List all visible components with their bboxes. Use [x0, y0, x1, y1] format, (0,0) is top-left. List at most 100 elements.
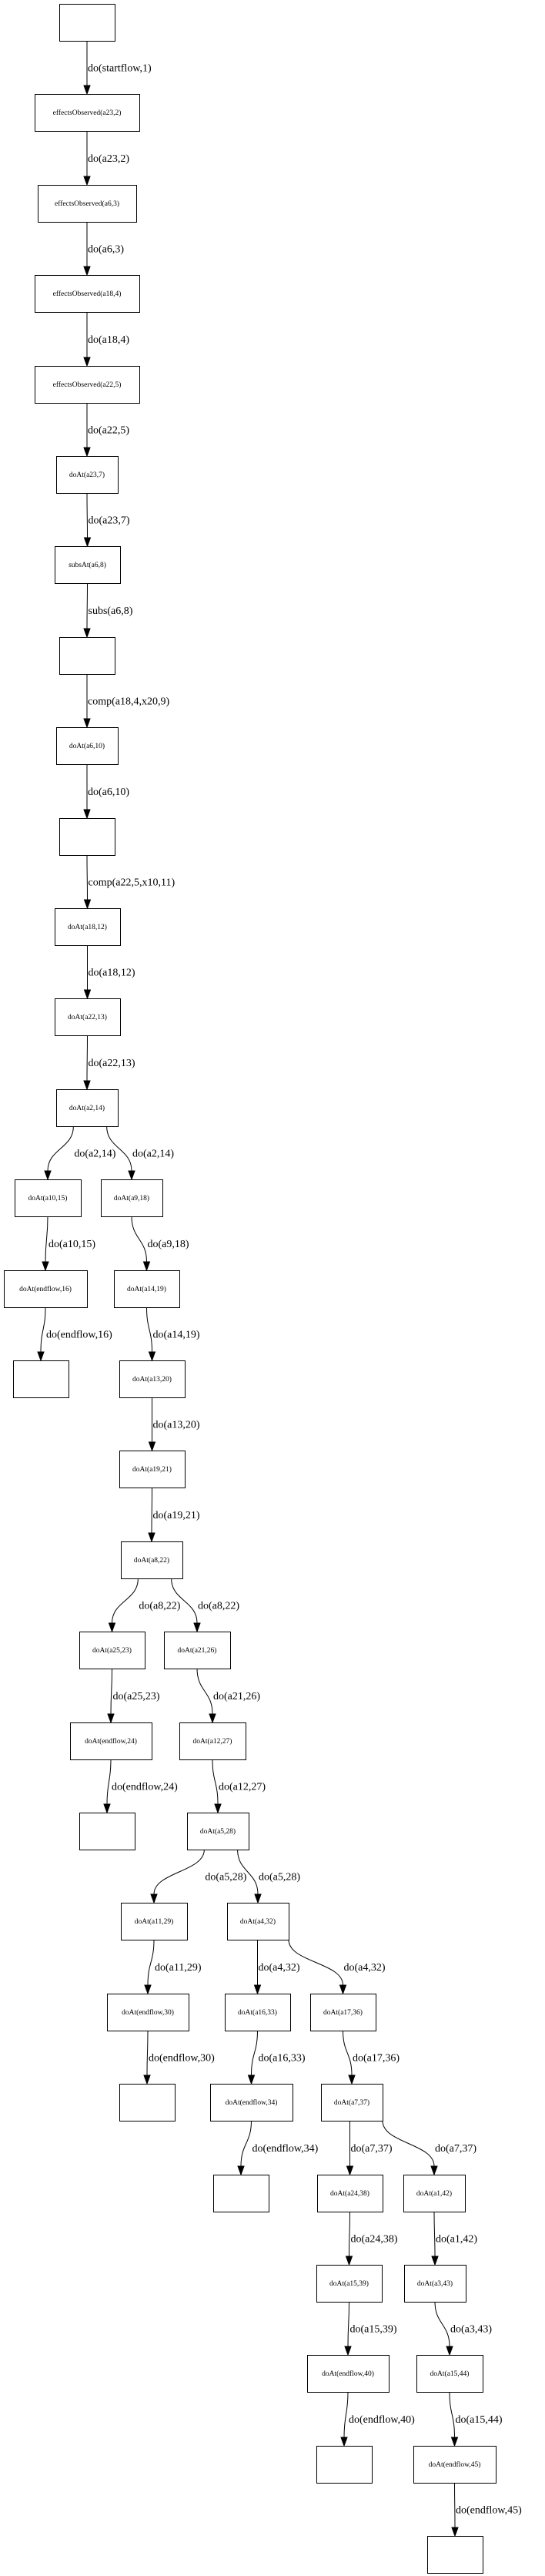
arrowhead-icon: [430, 2165, 438, 2176]
edge-label: do(a2,14): [74, 1149, 115, 1160]
state-node: doAt(a16,33): [225, 1994, 291, 2031]
arrowhead-icon: [142, 1261, 151, 1272]
edge-line: [112, 1578, 139, 1624]
node-box: [56, 1089, 119, 1127]
edge-label: do(a3,43): [450, 2324, 492, 2336]
arrowhead-icon: [193, 1622, 201, 1633]
node-label: doAt(endflow,34): [226, 2098, 278, 2107]
node-label: doAt(a2,14): [69, 1104, 105, 1112]
arrowhead-icon: [214, 1803, 222, 1814]
state-node: doAt(endflow,24): [70, 1722, 152, 1760]
edge-label: do(endflow,24): [112, 1782, 178, 1793]
arrowhead-icon: [253, 1984, 262, 1995]
node-label: doAt(endflow,40): [322, 2370, 374, 2378]
state-node: doAt(a5,28): [187, 1813, 249, 1850]
edge-label: do(endflow,34): [252, 2143, 319, 2155]
empty-state-node: [79, 1813, 135, 1850]
arrowhead-icon: [83, 628, 91, 639]
edge-line: [240, 2120, 252, 2167]
edge: do(a16,33): [247, 2030, 306, 2085]
state-node: effectsObserved(a6,3): [38, 185, 137, 223]
edge-label: do(a16,33): [259, 2053, 306, 2064]
edge-line: [146, 2030, 149, 2076]
edge: do(endflow,24): [103, 1759, 178, 1814]
edge-line: [454, 2482, 456, 2528]
state-node: doAt(endflow,45): [413, 2446, 497, 2484]
edge-line: [131, 1216, 147, 1263]
node-label: doAt(a24,38): [330, 2189, 369, 2198]
node-box: [316, 2446, 373, 2484]
arrowhead-icon: [108, 1622, 116, 1633]
edge: do(a23,7): [83, 492, 130, 548]
edge: do(a9,18): [131, 1216, 189, 1272]
node-box: [114, 1270, 180, 1308]
edge-line: [382, 2120, 435, 2167]
empty-state-node: [59, 637, 115, 675]
state-node: doAt(a18,12): [55, 908, 121, 946]
edge: do(a3,43): [434, 2301, 492, 2356]
node-label: effectsObserved(a22,5): [53, 381, 122, 389]
node-box: [413, 2446, 497, 2484]
edge-label: do(a11,29): [155, 1962, 202, 1974]
node-box: [225, 1994, 291, 2031]
edge-label: do(a14,19): [153, 1330, 200, 1341]
arrowhead-icon: [83, 176, 91, 186]
edge-line: [153, 1849, 205, 1895]
edge: do(a10,15): [42, 1216, 95, 1272]
arrowhead-icon: [83, 1080, 91, 1091]
node-label: doAt(a7,37): [334, 2098, 369, 2107]
state-node: doAt(a2,14): [56, 1089, 119, 1127]
edge-label: do(a18,12): [89, 968, 135, 979]
arrowhead-icon: [345, 2256, 353, 2266]
edge: do(a25,23): [107, 1668, 160, 1724]
state-node: doAt(a9,18): [101, 1179, 163, 1217]
state-node: doAt(a21,26): [164, 1632, 231, 1669]
empty-state-node: [59, 4, 115, 42]
node-label: effectsObserved(a18,4): [53, 290, 122, 298]
edge: subs(a6,8): [83, 582, 133, 639]
edge-line: [433, 2211, 436, 2257]
node-box: [317, 2175, 383, 2212]
edge-line: [343, 2391, 349, 2438]
empty-state-node: [316, 2446, 373, 2484]
edge-label: do(a15,44): [456, 2414, 503, 2426]
node-label: doAt(a4,32): [240, 1917, 276, 1926]
node-box: [213, 2175, 269, 2212]
edge-line: [434, 2301, 450, 2347]
node-box: [403, 2175, 466, 2212]
node-box: [59, 637, 115, 675]
edge-label: do(a5,28): [259, 1872, 300, 1883]
edge-line: [146, 1306, 152, 1353]
node-box: [4, 1270, 88, 1308]
edge-line: [106, 1759, 112, 1805]
edge: do(a14,19): [146, 1306, 200, 1362]
node-box: [56, 456, 119, 494]
edge-label: do(a15,39): [350, 2324, 397, 2336]
node-box: [119, 2084, 176, 2122]
node-label: doAt(a5,28): [200, 1827, 236, 1836]
state-node: doAt(endflow,34): [210, 2084, 293, 2122]
edge: do(a1,42): [431, 2211, 477, 2266]
arrowhead-icon: [44, 1170, 52, 1181]
arrowhead-icon: [83, 266, 91, 277]
edge-line: [347, 2301, 349, 2347]
edge: do(a18,12): [83, 945, 135, 1000]
edge: do(a8,22): [108, 1578, 181, 1633]
node-label: doAt(a12,27): [193, 1737, 232, 1746]
edge: do(a2,14): [106, 1125, 174, 1181]
edge-label: comp(a18,4,x20,9): [88, 696, 169, 708]
edge: do(a7,37): [346, 2120, 393, 2176]
state-node: doAt(a19,21): [119, 1451, 186, 1488]
node-label: doAt(a3,43): [417, 2279, 453, 2288]
edge-label: do(a4,32): [259, 1962, 300, 1974]
edge: do(a6,10): [83, 764, 129, 820]
edge-label: do(a24,38): [351, 2234, 398, 2246]
node-box: [59, 4, 115, 42]
edge: do(a5,28): [150, 1849, 247, 1904]
node-label: doAt(endflow,45): [429, 2460, 481, 2469]
state-node: effectsObserved(a23,2): [35, 94, 140, 132]
edge-line: [86, 582, 88, 629]
state-node: doAt(a24,38): [317, 2175, 383, 2212]
edge-label: do(endflow,40): [349, 2414, 415, 2426]
